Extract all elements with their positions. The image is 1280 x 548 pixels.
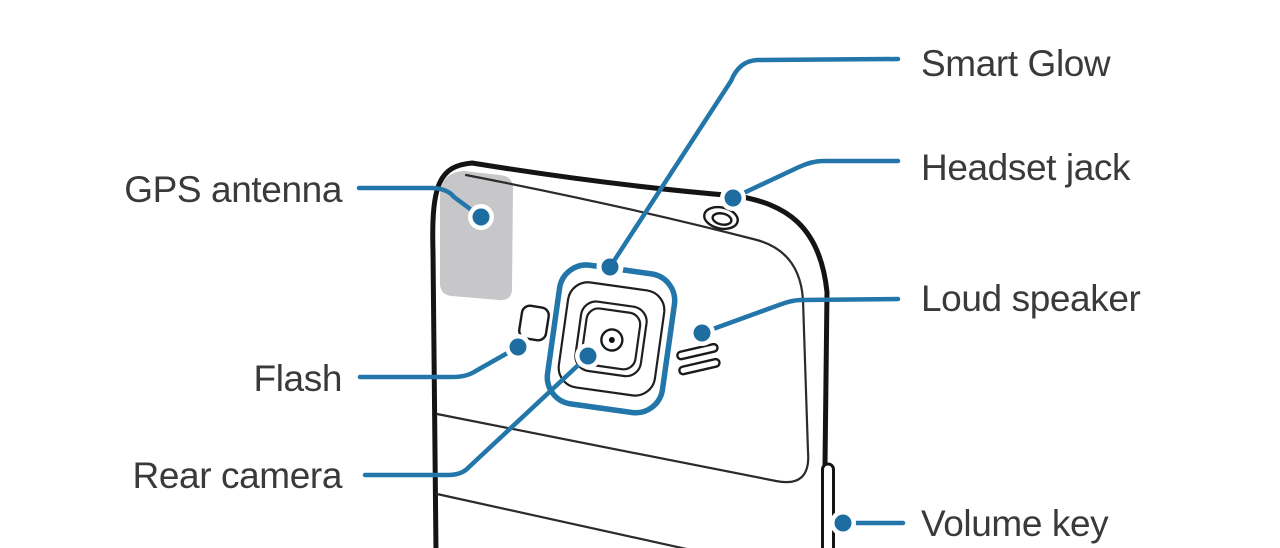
back-cover-seam-line — [435, 492, 687, 548]
callout-dot-loud-speaker — [693, 324, 711, 342]
label-rear-camera: Rear camera — [132, 455, 343, 496]
headset-jack-port — [703, 205, 739, 231]
label-headset-jack: Headset jack — [921, 147, 1131, 188]
camera-lens-center — [608, 336, 615, 343]
flash-unit — [518, 304, 550, 342]
label-volume-key: Volume key — [921, 503, 1109, 544]
callout-line-flash — [357, 344, 521, 380]
label-smart-glow: Smart Glow — [921, 43, 1111, 84]
callout-dot-flash — [509, 338, 527, 356]
gps-antenna-area — [440, 171, 513, 301]
callout-line-headset-jack — [730, 158, 901, 201]
callout-dot-rear-camera — [579, 347, 597, 365]
label-gps-antenna: GPS antenna — [124, 169, 342, 210]
callout-line-smart-glow — [607, 56, 901, 270]
label-flash: Flash — [253, 358, 343, 399]
label-loud-speaker: Loud speaker — [921, 278, 1141, 319]
callout-line-gps-antenna — [356, 185, 484, 220]
volume-key-button — [821, 462, 835, 548]
callout-dot-headset-jack — [724, 189, 742, 207]
callout-line-loud-speaker — [699, 296, 901, 336]
callout-line-rear-camera — [362, 353, 591, 478]
callout-dot-gps-antenna — [472, 208, 490, 226]
phone-bevel-line — [435, 173, 810, 484]
callout-dot-volume-key — [834, 514, 852, 532]
rear-camera-assembly — [557, 281, 666, 397]
camera-mid-ring — [574, 300, 648, 378]
loud-speaker-grille — [676, 342, 721, 376]
camera-outer-ring — [557, 281, 666, 397]
camera-inner-ring — [580, 307, 642, 371]
callout-dot-smart-glow — [601, 258, 619, 276]
phone-body-outline — [430, 160, 830, 548]
